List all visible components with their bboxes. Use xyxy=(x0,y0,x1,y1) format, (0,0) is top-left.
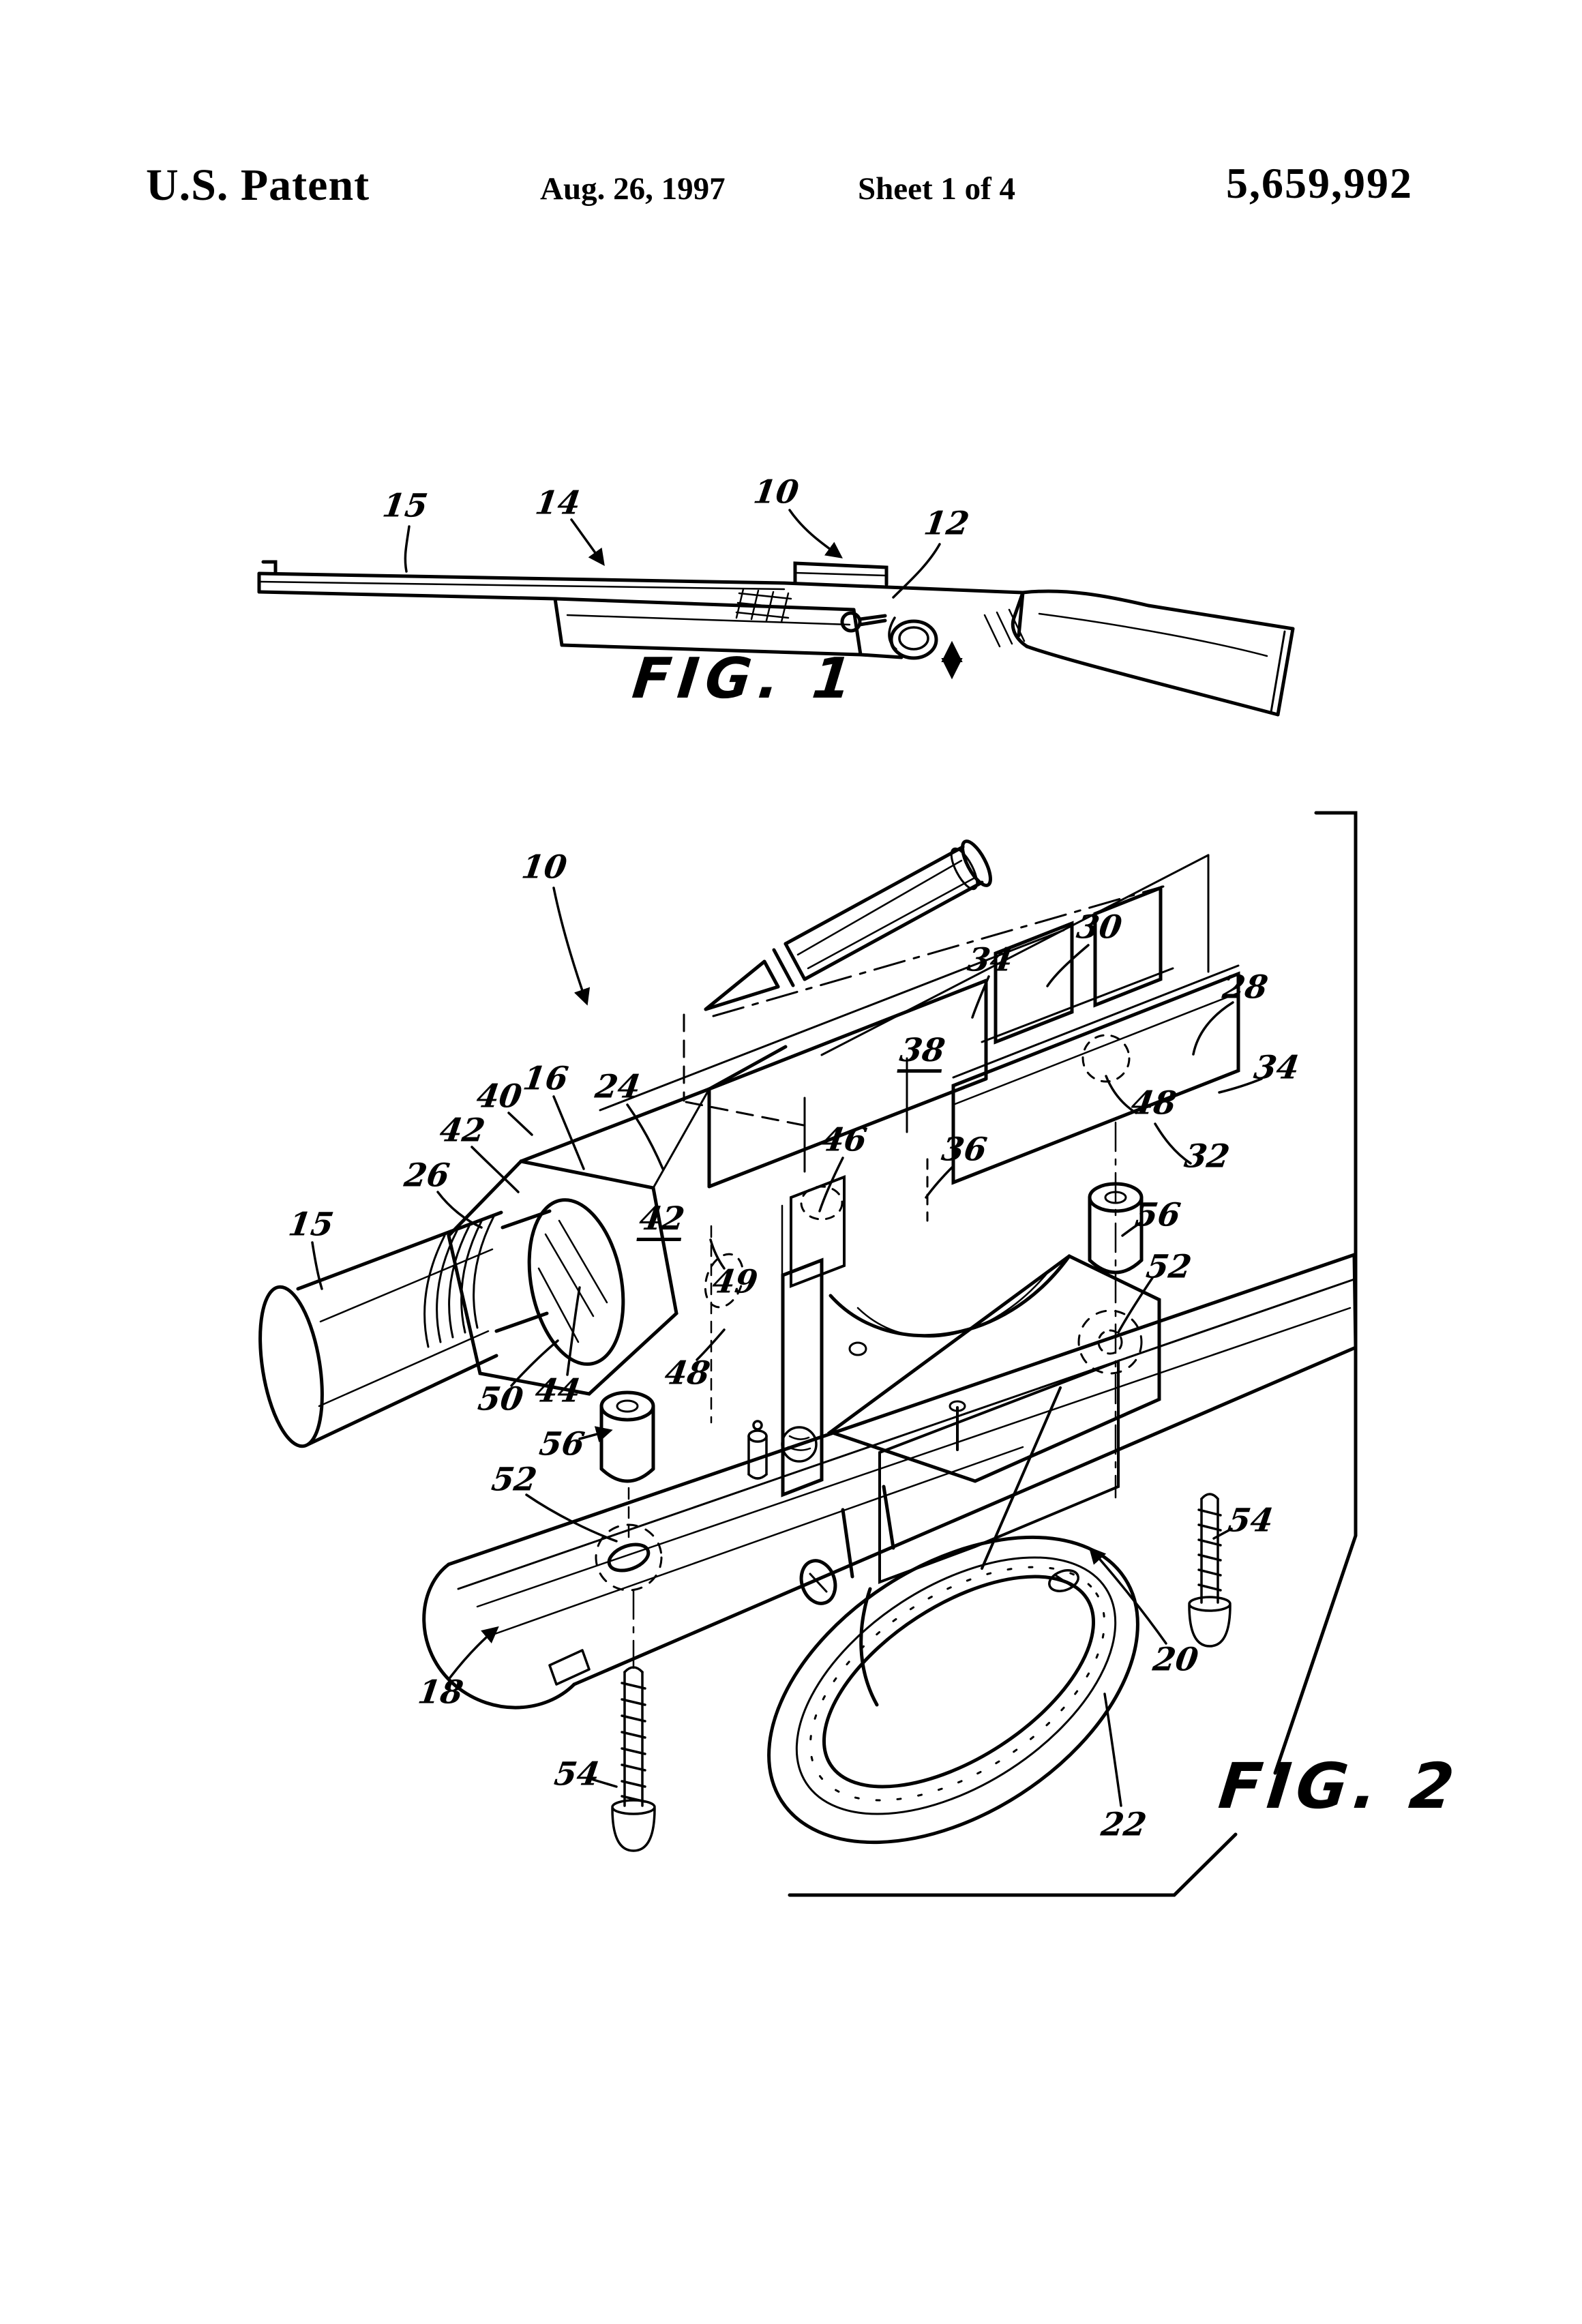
trigger-plate xyxy=(422,1253,1358,1710)
fig1-rifle-drawing xyxy=(257,509,1295,717)
trigger-guard-drawing xyxy=(767,1485,1139,1845)
bushing-left xyxy=(599,1390,655,1483)
fig2-exploded-drawing xyxy=(258,811,1358,1897)
receiver-side-wall xyxy=(599,929,1065,1189)
fig2-caption: FIG. 2 xyxy=(1215,1750,1463,1823)
screw-right xyxy=(1188,1493,1232,1648)
cartridge-drawing xyxy=(704,839,992,1011)
patent-header-title: U.S. Patent xyxy=(146,160,370,210)
phantom-lines xyxy=(683,854,1210,1127)
patent-header-sheet: Sheet 1 of 4 xyxy=(858,171,1016,207)
assembly-axis-lines xyxy=(627,1121,1117,1669)
patent-header-date: Aug. 26, 1997 xyxy=(540,171,726,207)
front-receiver-block xyxy=(447,1045,788,1396)
rear-receiver-plate xyxy=(704,964,1240,1309)
trigger-housing xyxy=(781,1254,1161,1592)
barrel-drawing xyxy=(258,1209,552,1448)
screw-left xyxy=(611,1666,656,1852)
patent-header-number: 5,659,992 xyxy=(1226,159,1413,207)
fig1-caption: FIG. 1 xyxy=(629,646,862,711)
fig2-bracket xyxy=(788,811,1358,1897)
ejection-port-walls xyxy=(981,885,1174,1045)
fig2-leader-lines xyxy=(311,887,1263,1807)
